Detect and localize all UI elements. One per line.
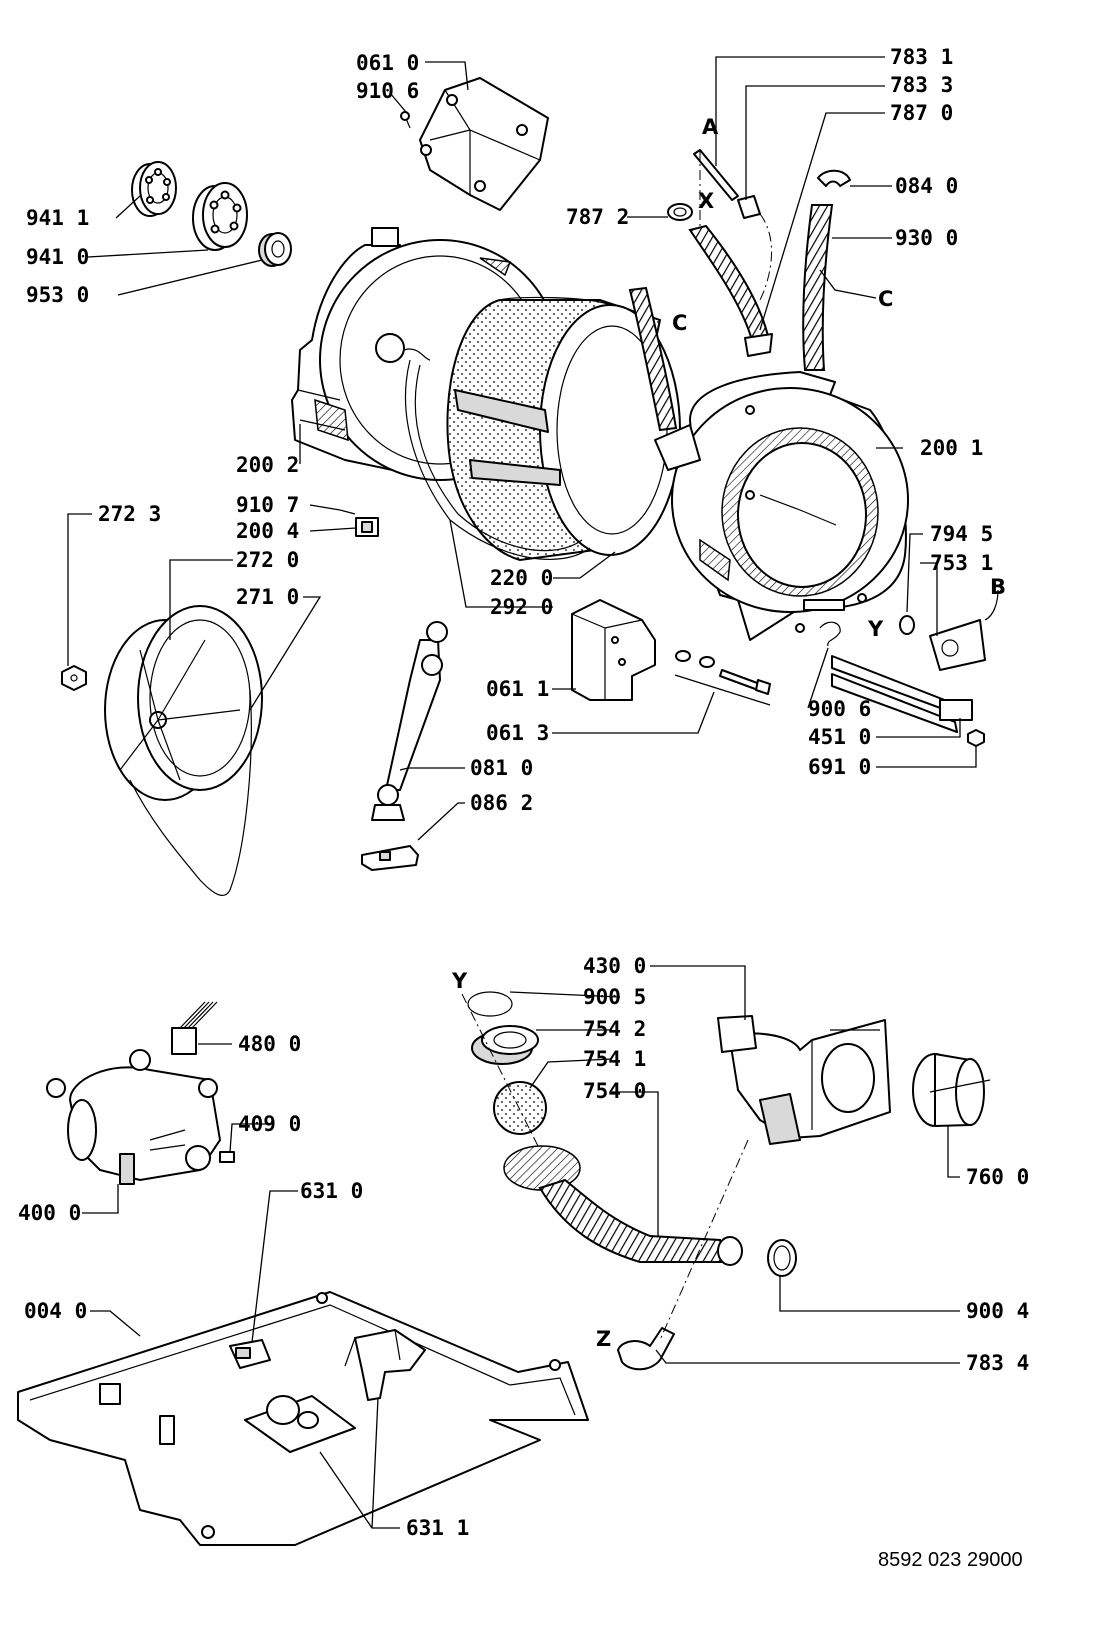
vent-hose-part xyxy=(802,169,851,371)
callout-061-0: 061 0 xyxy=(356,51,419,75)
callout-691-0: 691 0 xyxy=(808,755,871,779)
sump-clamp-part xyxy=(467,991,513,1017)
ref-letter-c-hose: C xyxy=(878,287,893,311)
sensor-seal-part xyxy=(899,615,915,635)
valve-part xyxy=(737,195,761,219)
callout-794-5: 794 5 xyxy=(930,522,993,546)
callout-292-0: 292 0 xyxy=(490,595,553,619)
callout-787-2: 787 2 xyxy=(566,205,629,229)
pulley-part xyxy=(104,605,263,801)
callout-900-5: 900 5 xyxy=(583,985,646,1009)
callout-400-0: 400 0 xyxy=(18,1201,81,1225)
callout-953-0: 953 0 xyxy=(26,283,89,307)
callout-941-0: 941 0 xyxy=(26,245,89,269)
callout-451-0: 451 0 xyxy=(808,725,871,749)
callout-910-7: 910 7 xyxy=(236,493,299,517)
callout-430-0: 430 0 xyxy=(583,954,646,978)
reference-letters: A X C C B Y Y Z xyxy=(451,115,1006,1351)
inner-drum-part xyxy=(446,296,681,562)
tub-ring-seal-part xyxy=(404,359,591,560)
drive-belt-part xyxy=(129,689,252,897)
callout-271-0: 271 0 xyxy=(236,585,299,609)
callout-754-1: 754 1 xyxy=(583,1047,646,1071)
callout-783-1: 783 1 xyxy=(890,45,953,69)
screw-part xyxy=(400,111,411,129)
drain-elbow-part xyxy=(617,1327,675,1371)
heater-clip-part xyxy=(819,621,841,647)
callout-labels: 061 0 910 6 783 1 783 3 787 0 084 0 930 … xyxy=(18,45,1029,1540)
hose-clamp-part xyxy=(667,203,693,221)
heater-element-part xyxy=(831,655,973,733)
front-tub-part xyxy=(671,371,909,641)
callout-200-4: 200 4 xyxy=(236,519,299,543)
callout-941-1: 941 1 xyxy=(26,206,89,230)
pump-filter-part xyxy=(912,1053,991,1127)
callout-631-0: 631 0 xyxy=(300,1179,363,1203)
bearing-small-part xyxy=(131,161,177,217)
callout-084-0: 084 0 xyxy=(895,174,958,198)
callout-783-3: 783 3 xyxy=(890,73,953,97)
switch-part xyxy=(229,1339,271,1369)
callout-409-0: 409 0 xyxy=(238,1112,301,1136)
sump-ball-part xyxy=(493,1081,547,1135)
callout-220-0: 220 0 xyxy=(490,566,553,590)
hose-clamp-lower-part xyxy=(767,1239,797,1277)
shaft-seal-part xyxy=(258,232,292,267)
callout-272-0: 272 0 xyxy=(236,548,299,572)
callout-086-2: 086 2 xyxy=(470,791,533,815)
callout-272-3: 272 3 xyxy=(98,502,161,526)
temperature-sensor-part xyxy=(929,589,999,671)
screw-small-part xyxy=(339,509,356,515)
pressure-switch-part xyxy=(244,1329,426,1453)
shock-absorber-part xyxy=(371,621,448,821)
leader-lines xyxy=(67,56,977,1529)
sump-seal-part xyxy=(471,1025,539,1065)
ref-letter-x: X xyxy=(698,189,714,213)
ref-letter-b: B xyxy=(990,575,1006,599)
sump-hose-part xyxy=(503,1145,743,1266)
callout-783-4: 783 4 xyxy=(966,1351,1029,1375)
counterweight-front-part xyxy=(571,599,656,701)
rod-part xyxy=(693,149,739,201)
callout-930-0: 930 0 xyxy=(895,226,958,250)
ref-letter-z: Z xyxy=(596,1327,611,1351)
callout-754-2: 754 2 xyxy=(583,1017,646,1041)
assembly-axis-lines xyxy=(461,150,773,1341)
callout-910-6: 910 6 xyxy=(356,79,419,103)
document-code: 8592 023 29000 xyxy=(878,1549,1023,1571)
pulley-nut-part xyxy=(61,665,87,691)
callout-760-0: 760 0 xyxy=(966,1165,1029,1189)
bellows-part xyxy=(688,224,773,357)
motor-clip-part xyxy=(219,1151,235,1163)
ref-letter-a: A xyxy=(702,115,719,139)
callout-200-1: 200 1 xyxy=(920,436,983,460)
ref-letter-y-tub: Y xyxy=(867,617,884,641)
callout-061-1: 061 1 xyxy=(486,677,549,701)
damper-bracket-part xyxy=(361,845,419,871)
callout-200-2: 200 2 xyxy=(236,453,299,477)
callout-753-1: 753 1 xyxy=(930,551,993,575)
ref-letter-y-pump: Y xyxy=(451,969,468,993)
clip-part xyxy=(355,517,379,537)
bolt-washer-set-part xyxy=(675,650,771,695)
callout-004-0: 004 0 xyxy=(24,1299,87,1323)
tub-hose-left-part xyxy=(628,286,701,471)
callout-787-0: 787 0 xyxy=(890,101,953,125)
callout-061-3: 061 3 xyxy=(486,721,549,745)
callout-900-6: 900 6 xyxy=(808,697,871,721)
heater-nut-part xyxy=(967,729,985,747)
callout-480-0: 480 0 xyxy=(238,1032,301,1056)
motor-connector-part xyxy=(171,1001,218,1055)
callout-631-1: 631 1 xyxy=(406,1516,469,1540)
motor-part xyxy=(46,1049,221,1185)
bearing-large-part xyxy=(192,182,248,251)
counterweight-top-part xyxy=(419,77,549,211)
callout-900-4: 900 4 xyxy=(966,1299,1029,1323)
callout-081-0: 081 0 xyxy=(470,756,533,780)
callout-754-0: 754 0 xyxy=(583,1079,646,1103)
ref-letter-c-drum: C xyxy=(672,311,687,335)
drain-pump-part xyxy=(717,1015,891,1145)
